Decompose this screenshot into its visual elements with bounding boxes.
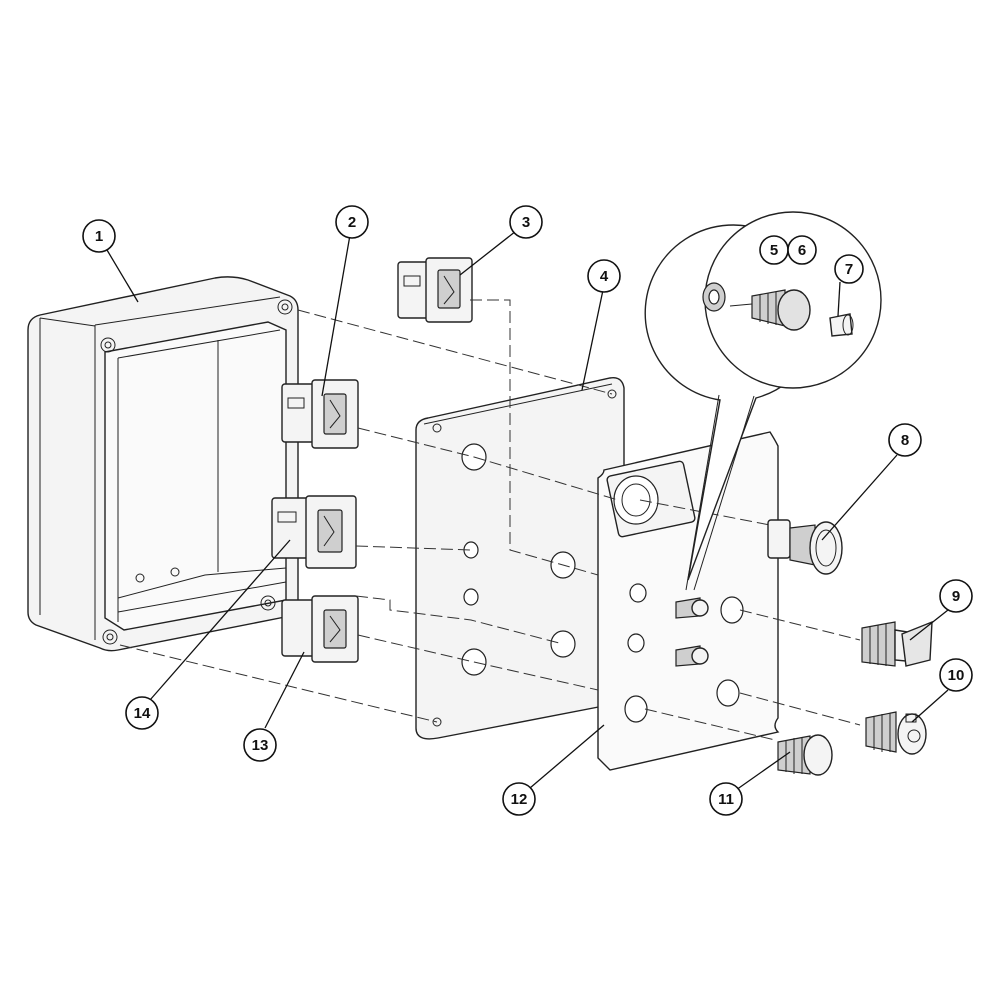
callout-3: 3 bbox=[509, 205, 543, 239]
enclosure-lid bbox=[415, 377, 625, 740]
callout-13: 13 bbox=[243, 728, 277, 762]
assembly-guide-lines bbox=[119, 299, 861, 741]
callout-8: 8 bbox=[888, 423, 922, 457]
contact-block-14 bbox=[271, 495, 357, 569]
callout-7-label: 7 bbox=[845, 261, 853, 278]
legend-plate bbox=[597, 431, 780, 771]
leader-lines bbox=[106, 230, 949, 791]
callout-14-label: 14 bbox=[134, 705, 151, 722]
callout-5: 5 bbox=[759, 235, 789, 265]
callout-10-label: 10 bbox=[948, 667, 965, 684]
callout-13-label: 13 bbox=[252, 737, 269, 754]
callout-9: 9 bbox=[939, 579, 973, 613]
callout-5-label: 5 bbox=[770, 242, 778, 259]
callout-2: 2 bbox=[335, 205, 369, 239]
selector-switch-9 bbox=[861, 620, 933, 667]
callout-2-label: 2 bbox=[348, 214, 356, 231]
contact-block-2 bbox=[281, 379, 359, 449]
pilot-light-11 bbox=[777, 734, 833, 776]
callout-7: 7 bbox=[834, 254, 864, 284]
contact-block-13 bbox=[281, 595, 359, 663]
detail-magnifier bbox=[644, 211, 882, 591]
callout-11: 11 bbox=[709, 782, 743, 816]
key-switch-10 bbox=[865, 711, 927, 755]
callout-14: 14 bbox=[125, 696, 159, 730]
callout-1: 1 bbox=[82, 219, 116, 253]
callout-12-label: 12 bbox=[511, 791, 528, 808]
callout-11-label: 11 bbox=[718, 791, 734, 808]
callout-9-label: 9 bbox=[952, 588, 960, 605]
callout-6: 6 bbox=[787, 235, 817, 265]
contact-block-3 bbox=[397, 257, 473, 323]
callout-12: 12 bbox=[502, 782, 536, 816]
callout-4: 4 bbox=[587, 259, 621, 293]
callout-8-label: 8 bbox=[901, 432, 909, 449]
callout-3-label: 3 bbox=[522, 214, 530, 231]
enclosure-box bbox=[27, 276, 299, 652]
callout-6-label: 6 bbox=[798, 242, 806, 259]
callout-4-label: 4 bbox=[600, 268, 609, 285]
mushroom-pushbutton-8 bbox=[767, 519, 843, 575]
callout-1-label: 1 bbox=[95, 228, 103, 245]
callout-10: 10 bbox=[939, 658, 973, 692]
